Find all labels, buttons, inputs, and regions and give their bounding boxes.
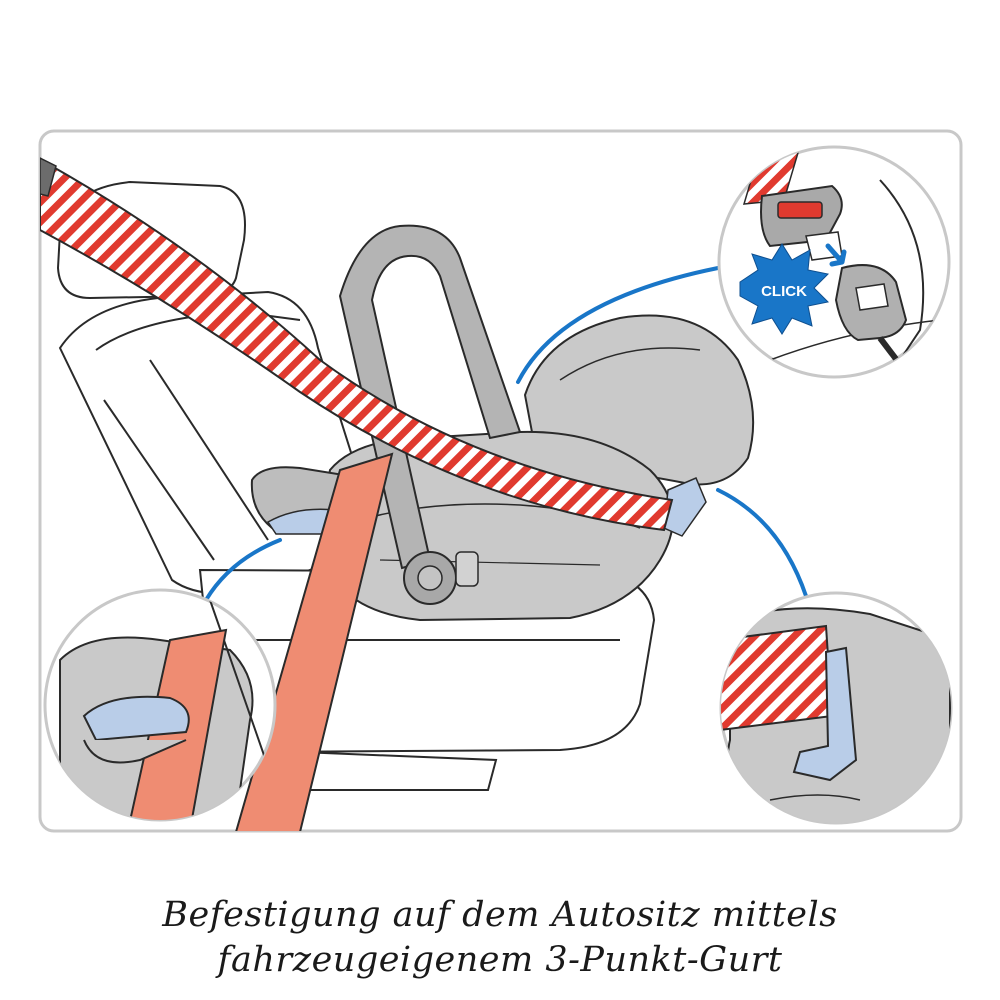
shoulder-belt bbox=[40, 162, 674, 532]
click-label: CLICK bbox=[761, 283, 807, 300]
caption-line-2: fahrzeugeigenem 3-Punkt-Gurt bbox=[217, 940, 783, 980]
detail-belt-hook bbox=[792, 646, 858, 782]
leader-lines bbox=[204, 266, 808, 602]
shoulder-guide-detail-callout bbox=[719, 591, 953, 825]
leader-line-shoulder-guide bbox=[716, 488, 808, 598]
insert-arrow bbox=[825, 243, 847, 267]
handle-release bbox=[455, 551, 479, 587]
belt-anchor bbox=[40, 156, 57, 197]
detail-belt-guide bbox=[82, 695, 190, 742]
leader-line-buckle bbox=[516, 266, 720, 384]
click-starburst bbox=[739, 243, 830, 335]
caption-line-1: Befestigung auf dem Autositz mittels bbox=[162, 895, 838, 935]
tongue-red-button bbox=[777, 201, 823, 219]
caption: Befestigung auf dem Autositz mittels fah… bbox=[0, 893, 1000, 983]
buckle-detail-callout: CLICK bbox=[717, 145, 951, 379]
leader-line-lap-guide bbox=[204, 538, 282, 602]
lap-guide-detail-callout bbox=[43, 588, 277, 822]
